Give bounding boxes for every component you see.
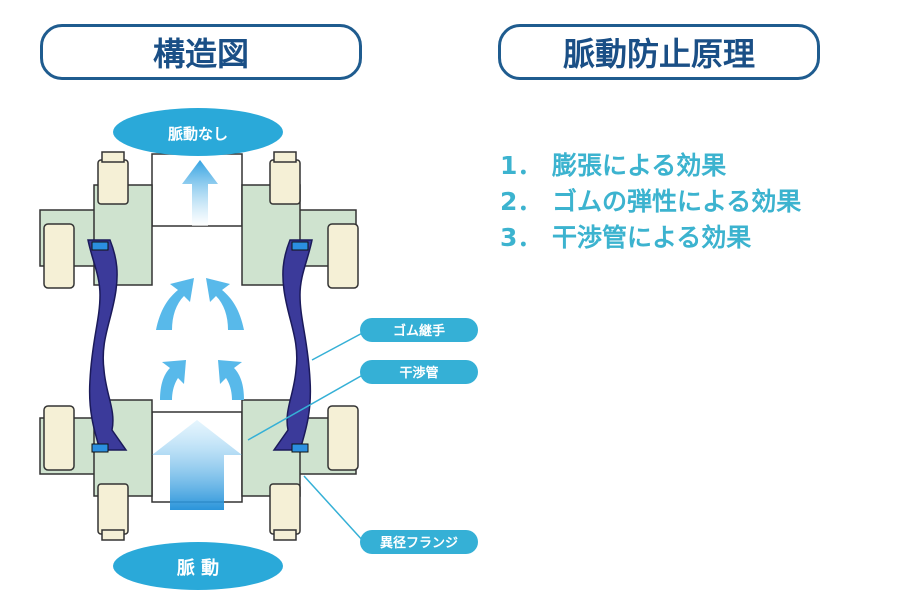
principle-text: ゴムの弾性による効果 — [552, 187, 802, 216]
structure-diagram-title: 構造図 — [40, 24, 362, 80]
rubber-joint — [87, 239, 313, 453]
top-label-text: 脈動なし — [168, 125, 228, 143]
callout-tube: 干渉管 — [247, 360, 478, 441]
bottom-label: 脈 動 — [113, 542, 283, 590]
principle-item-3: 3． 干渉管による効果 — [500, 220, 801, 256]
bolt-icon — [269, 159, 301, 205]
principle-text: 干渉管による効果 — [552, 223, 752, 252]
principle-item-2: 2． ゴムの弾性による効果 — [500, 184, 801, 220]
bolt-icon — [43, 223, 75, 289]
bolt-icon — [273, 529, 297, 541]
bolt-icon — [327, 223, 359, 289]
bottom-label-text: 脈 動 — [177, 557, 219, 579]
bolt-icons — [43, 151, 359, 541]
principle-title: 脈動防止原理 — [498, 24, 820, 80]
principle-number: 1． — [500, 151, 543, 180]
curved-arrow-icon — [160, 360, 186, 400]
bolt-icon — [101, 151, 125, 163]
curved-arrow-icon — [206, 278, 244, 330]
principle-item-1: 1． 膨張による効果 — [500, 148, 801, 184]
curved-arrow-icon — [218, 360, 244, 400]
large-up-arrow-icon — [152, 420, 242, 510]
bolt-icon — [43, 405, 75, 471]
up-arrow-icon — [182, 160, 218, 226]
curved-arrow-icon — [156, 278, 194, 330]
bolt-icon — [327, 405, 359, 471]
bolt-icon — [97, 159, 129, 205]
bolt-icon — [101, 529, 125, 541]
callout-rubber-text: ゴム継手 — [393, 323, 445, 339]
principle-list: 1． 膨張による効果 2． ゴムの弾性による効果 3． 干渉管による効果 — [500, 148, 801, 256]
bolt-icon — [97, 483, 129, 535]
callout-flange: 異径フランジ — [303, 475, 478, 554]
flow-arrows — [152, 160, 244, 510]
top-label: 脈動なし — [113, 108, 283, 156]
principle-number: 3． — [500, 223, 543, 252]
principle-number: 2． — [500, 187, 543, 216]
callout-tube-text: 干渉管 — [399, 365, 438, 381]
callout-rubber: ゴム継手 — [311, 318, 478, 361]
principle-text: 膨張による効果 — [552, 151, 727, 180]
bolt-icon — [273, 151, 297, 163]
bolt-icon — [269, 483, 301, 535]
callout-flange-text: 異径フランジ — [380, 535, 458, 551]
